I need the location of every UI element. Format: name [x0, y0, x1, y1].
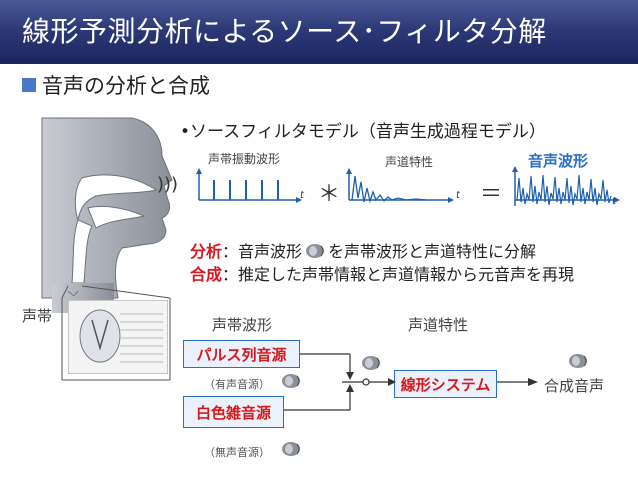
noise-source-box: 白色雑音源	[183, 396, 284, 428]
speaker-icon[interactable]	[304, 243, 326, 259]
voiced-note: （有声音源）	[204, 378, 270, 391]
speaker-icon[interactable]	[280, 440, 302, 458]
t-axis-label-1: t	[300, 190, 304, 201]
head-silhouette-icon	[41, 117, 173, 381]
page-title: 線形予測分析によるソース･フィルタ分解	[22, 15, 547, 48]
speaker-icon[interactable]	[360, 354, 382, 372]
tract-column-head: 声道特性	[408, 316, 469, 334]
title-bar	[0, 0, 638, 64]
unvoiced-note: （無声音源）	[204, 446, 270, 459]
tract-response-plot	[346, 168, 454, 204]
analysis-text-post: を声帯波形と声道特性に分解	[328, 242, 537, 261]
t-axis-label-3: t	[612, 196, 616, 207]
speaker-icon[interactable]	[280, 372, 302, 390]
equals-operator: ＝	[480, 182, 503, 207]
larynx-image	[68, 300, 168, 374]
speech-wave-plot	[512, 166, 620, 206]
synthesis-keyword: 合成	[190, 265, 223, 284]
model-bullet: •ソースフィルタモデル（音声生成過程モデル）	[180, 122, 546, 142]
source-column-head: 声帯波形	[212, 316, 273, 334]
tract-label: 声道特性	[385, 155, 434, 169]
section-heading-text: 音声の分析と合成	[42, 74, 210, 98]
synthesis-line: 合成：推定した声帯情報と声道情報から元音声を再現	[190, 261, 574, 285]
linear-system-box: 線形システム	[394, 370, 497, 398]
vocal-cord-label: 声帯	[22, 307, 53, 325]
section-heading: 音声の分析と合成	[22, 70, 210, 100]
speaker-icon[interactable]	[567, 352, 589, 370]
sound-wave-icon: )))	[157, 174, 179, 195]
pulse-train-plot	[196, 168, 302, 203]
source-wave-label: 声帯振動波形	[208, 152, 281, 166]
analysis-line: 分析：音声波形 を声帯波形と声道特性に分解	[190, 238, 536, 262]
pulse-source-box: パルス列音源	[183, 340, 300, 368]
square-bullet-icon	[22, 78, 36, 92]
signal-flow-lines	[284, 353, 538, 411]
t-axis-label-2: t	[456, 190, 460, 201]
analysis-keyword: 分析	[190, 242, 223, 261]
output-label: 合成音声	[544, 377, 605, 395]
title-accent	[0, 58, 638, 64]
convolution-operator: ＊	[318, 182, 341, 207]
analysis-text-pre: ：音声波形	[222, 242, 303, 261]
speech-wave-label: 音声波形	[528, 152, 589, 170]
synthesis-text: ：推定した声帯情報と声道情報から元音声を再現	[222, 265, 575, 284]
